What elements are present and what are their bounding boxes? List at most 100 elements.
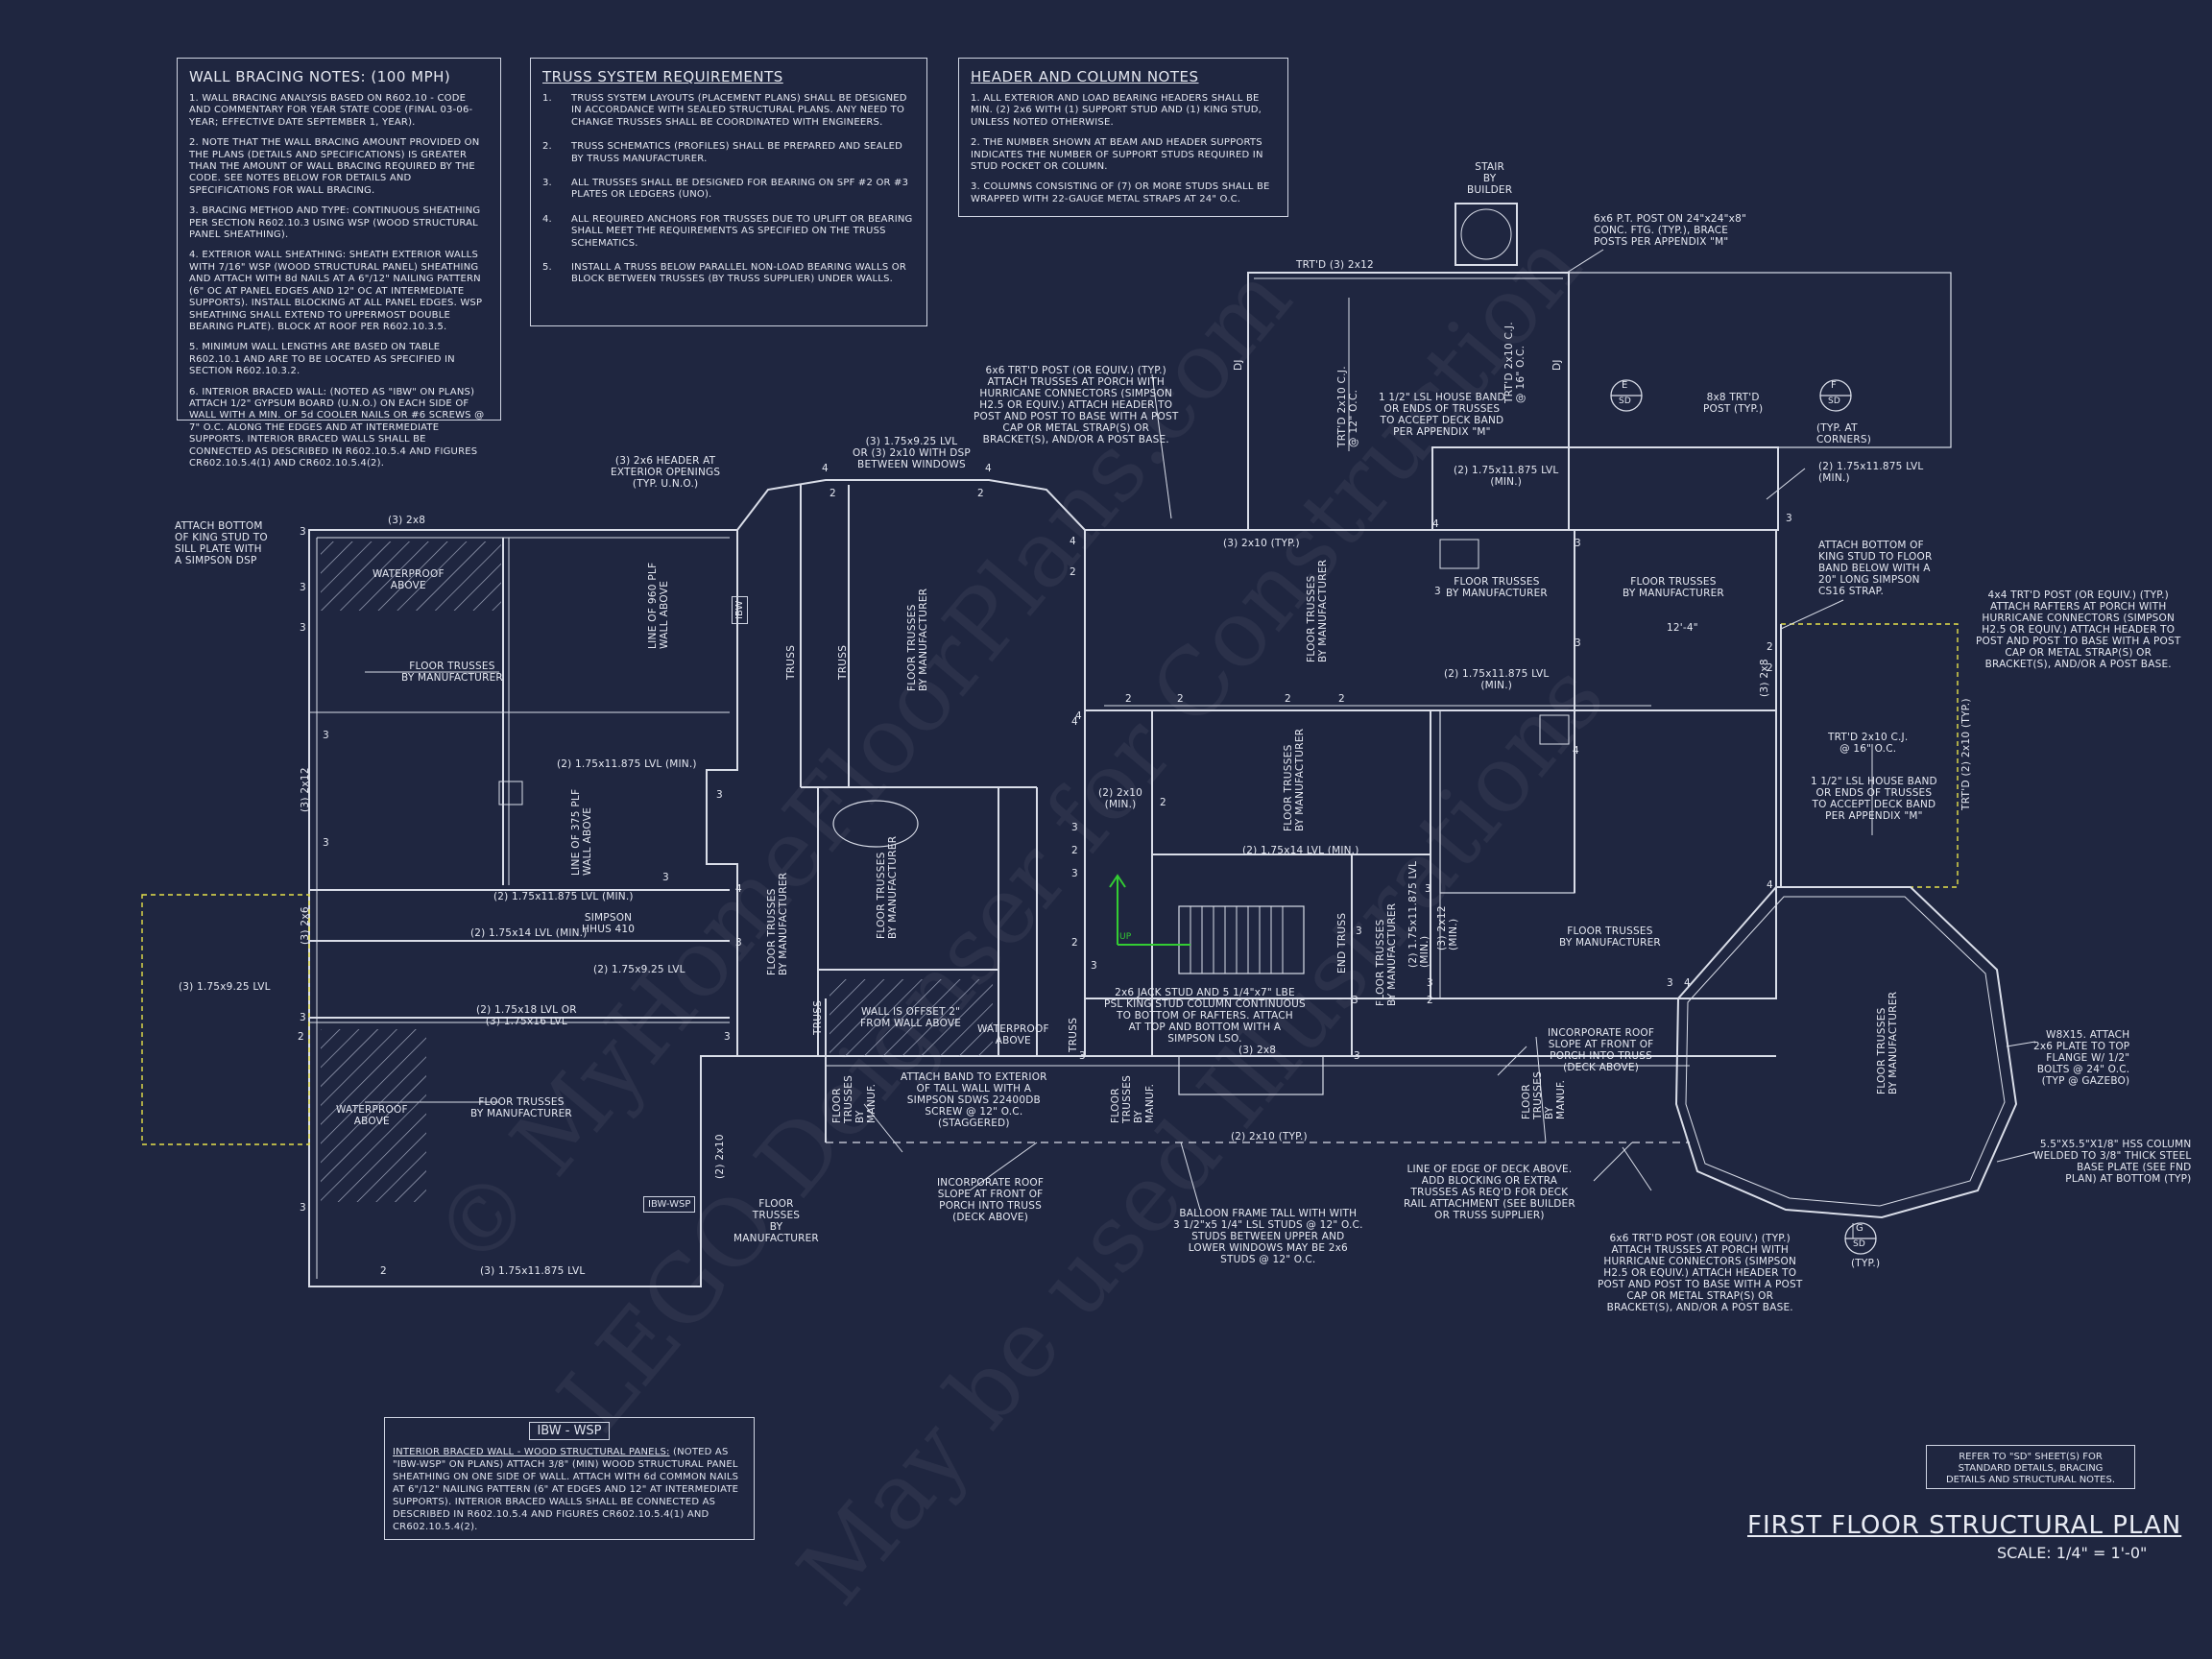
stud-count: 2	[380, 1265, 387, 1277]
stud-count: 2	[830, 488, 836, 499]
label-2x8-top: (3) 2x8	[388, 515, 426, 526]
vlabel-line-plf: LINE OF 375 PLF WALL ABOVE	[570, 788, 593, 876]
vlabel-trtd-cj: TRT'D 2x10 C.J. @ 12" O.C.	[1336, 366, 1359, 447]
stud-count: 4	[1573, 745, 1579, 757]
stud-count: 3	[716, 789, 723, 801]
stud-count: 3	[1356, 926, 1362, 937]
vlabel-floor-trusses: FLOOR TRUSSES BY MANUFACTURER	[876, 835, 899, 939]
wall-bracing-item: 2. NOTE THAT THE WALL BRACING AMOUNT PRO…	[189, 137, 480, 196]
ibw-body: (NOTED AS "IBW-WSP" ON PLANS) ATTACH 3/8…	[393, 1447, 739, 1532]
stud-count: 3	[1667, 977, 1673, 989]
wall-bracing-notes: WALL BRACING NOTES: (100 MPH) 1. WALL BR…	[177, 58, 501, 469]
vlabel-lvl: (2) 1.75x11.875 LVL (MIN.)	[1407, 860, 1431, 968]
stud-count: 3	[1071, 822, 1078, 833]
callout-attach-band: ATTACH BAND TO EXTERIOR OF TALL WALL WIT…	[901, 1071, 1047, 1129]
sd-bubble-label: SD	[1619, 397, 1632, 406]
truss-title: TRUSS SYSTEM REQUIREMENTS	[542, 68, 783, 85]
stud-count: 2	[1427, 995, 1433, 1006]
stud-count: 3	[1079, 1050, 1086, 1062]
stud-count: 2	[1070, 566, 1076, 578]
vlabel-floor-trusses: FLOOR TRUSSES BY MANUFACTURER	[906, 588, 929, 691]
stud-count: 3	[1071, 868, 1078, 879]
header-note-item: 1. ALL EXTERIOR AND LOAD BEARING HEADERS…	[971, 93, 1262, 128]
label-lvl-925-left: (3) 1.75x9.25 LVL	[179, 981, 271, 993]
stud-count: 3	[662, 872, 669, 883]
sd-bubble-e: E	[1622, 380, 1628, 391]
stud-count: 3	[300, 1012, 306, 1023]
stud-count: 3	[1425, 883, 1431, 895]
label-lvl-min: (2) 1.75x11.875 LVL (MIN.)	[557, 758, 697, 770]
wall-bracing-item: 4. EXTERIOR WALL SHEATHING: SHEATH EXTER…	[189, 250, 483, 332]
ibw-wsp-note: IBW - WSP INTERIOR BRACED WALL - WOOD ST…	[384, 1417, 755, 1540]
sd-bubble-f: F	[1831, 380, 1837, 391]
stud-count: 3	[1352, 995, 1358, 1006]
callout-lvl-right: (2) 1.75x11.875 LVL (MIN.)	[1818, 461, 1924, 484]
callout-header-ext: (3) 2x6 HEADER AT EXTERIOR OPENINGS (TYP…	[611, 455, 721, 490]
label-simpson-hhus: SIMPSON HHUS 410	[582, 912, 636, 935]
stud-count: 2	[1767, 662, 1773, 674]
truss-item: 4.ALL REQUIRED ANCHORS FOR TRUSSES DUE T…	[542, 213, 913, 249]
stud-count: 4	[1075, 710, 1082, 722]
callout-typ-corners: (TYP. AT CORNERS)	[1816, 422, 1872, 445]
stud-count: 4	[1071, 716, 1078, 728]
label-lvl-14: (2) 1.75x14 LVL (MIN.)	[470, 927, 588, 939]
stud-count: 2	[977, 488, 984, 499]
stud-count: 4	[1767, 879, 1773, 891]
vlabel-2x10: (2) 2x10	[714, 1134, 726, 1179]
stud-count: 3	[300, 622, 306, 634]
label-floor-trusses: FLOOR TRUSSES BY MANUFACTURER	[1623, 576, 1724, 599]
ibw-lead: INTERIOR BRACED WALL - WOOD STRUCTURAL P…	[393, 1447, 670, 1457]
truss-item: 3.ALL TRUSSES SHALL BE DESIGNED FOR BEAR…	[542, 178, 909, 201]
wall-bracing-item: 3. BRACING METHOD AND TYPE: CONTINUOUS S…	[189, 205, 481, 241]
label-dim-12-4: 12'-4"	[1667, 622, 1698, 634]
stud-count: 3	[323, 730, 329, 741]
label-floor-trusses: FLOOR TRUSSES BY MANUFACTURER	[470, 1096, 572, 1119]
header-note-item: 3. COLUMNS CONSISTING OF (7) OR MORE STU…	[971, 181, 1270, 204]
sd-bubble-label: SD	[1828, 397, 1841, 406]
label-lvl-bottom: (3) 1.75x11.875 LVL	[480, 1265, 586, 1277]
stud-count: 3	[300, 582, 306, 593]
ibw-tag: IBW	[732, 595, 748, 624]
ibw-wsp-tag: IBW - WSP	[529, 1422, 610, 1440]
stud-count: 3	[724, 1031, 731, 1043]
sheet-title: FIRST FLOOR STRUCTURAL PLAN	[1747, 1511, 2182, 1540]
header-notes-title: HEADER AND COLUMN NOTES	[971, 68, 1199, 85]
callout-jack-stud: 2x6 JACK STUD AND 5 1/4"x7" LBE PSL KING…	[1104, 987, 1306, 1045]
header-column-notes: HEADER AND COLUMN NOTES 1. ALL EXTERIOR …	[958, 58, 1288, 217]
stud-count: 3	[1434, 586, 1441, 597]
stud-count: 3	[1427, 977, 1433, 989]
wall-bracing-title: WALL BRACING NOTES: (100 MPH)	[189, 68, 451, 85]
truss-requirements-notes: TRUSS SYSTEM REQUIREMENTS 1.TRUSS SYSTEM…	[530, 58, 927, 326]
stud-count: 2	[298, 1031, 304, 1043]
vlabel-floor-trusses: FLOOR TRUSSES BY MANUFACTURER	[766, 872, 789, 975]
sd-bubble-label: SD	[1853, 1239, 1866, 1249]
label-up: UP	[1119, 932, 1132, 942]
stud-count: 2	[1071, 937, 1078, 949]
vlabel-floor-trusses: FLOOR TRUSSES BY MANUFACTURER	[1306, 559, 1329, 662]
callout-lsl-band-right: 1 1/2" LSL HOUSE BAND OR ENDS OF TRUSSES…	[1811, 776, 1937, 822]
vlabel-end-truss: END TRUSS	[1336, 912, 1348, 974]
vlabel-dj: DJ	[1233, 359, 1244, 371]
stud-count: 3	[1575, 637, 1581, 649]
sheet-scale: SCALE: 1/4" = 1'-0"	[1997, 1544, 2148, 1562]
label-lvl-right-mid: (2) 1.75x11.875 LVL (MIN.)	[1454, 465, 1559, 488]
stud-count: 2	[1177, 693, 1184, 705]
header-note-item: 2. THE NUMBER SHOWN AT BEAM AND HEADER S…	[971, 137, 1263, 173]
sd-bubble-g: G	[1856, 1223, 1863, 1234]
stud-count: 3	[300, 1202, 306, 1214]
label-2x10-min: (2) 2x10 (MIN.)	[1098, 787, 1143, 810]
label-2x8-center: (3) 2x8	[1238, 1045, 1277, 1056]
stud-count: 4	[985, 463, 992, 474]
vlabel-truss: TRUSS	[812, 999, 824, 1035]
label-lvl-right-mid: (2) 1.75x11.875 LVL (MIN.)	[1444, 668, 1550, 691]
vlabel-trtd-cj: TRT'D 2x10 C.J. @ 16" O.C.	[1503, 322, 1527, 403]
vlabel-trtd-right: TRT'D (2) 2x10 (TYP.)	[1960, 698, 1972, 810]
stud-count: 2	[1125, 693, 1132, 705]
label-floor-trusses: FLOOR TRUSSES BY MANUFACTURER	[1559, 926, 1661, 949]
label-2x10-typ-bottom: (2) 2x10 (TYP.)	[1231, 1131, 1308, 1142]
callout-waterproof-tl: WATERPROOF ABOVE	[373, 568, 445, 591]
callout-lsl-band-top: 1 1/2" LSL HOUSE BAND OR ENDS OF TRUSSES…	[1379, 392, 1505, 438]
truss-item: 1.TRUSS SYSTEM LAYOUTS (PLACEMENT PLANS)…	[542, 93, 907, 128]
vlabel-floor-trusses-manuf: FLOOR TRUSSES BY MANUF.	[1110, 1074, 1156, 1123]
callout-trtd-cj: TRT'D 2x10 C.J. @ 16" O.C.	[1828, 732, 1909, 755]
